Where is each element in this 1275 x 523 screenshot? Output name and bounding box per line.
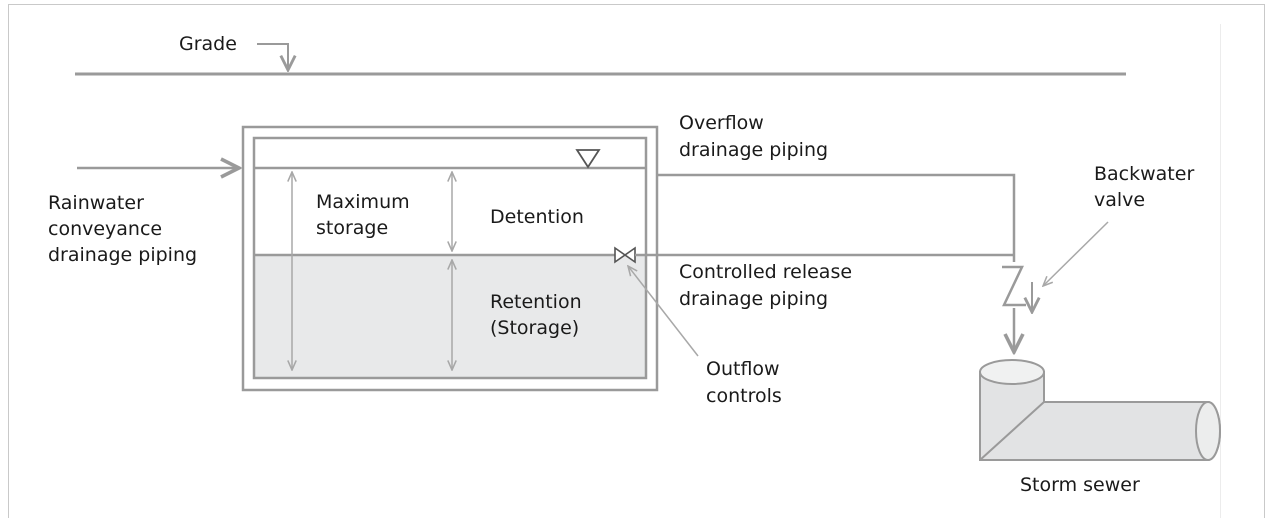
overflow-drainage-pipe xyxy=(657,173,1016,262)
outflow-valve-icon xyxy=(614,246,636,264)
retention-water xyxy=(255,255,645,378)
storm-sewer-pipe xyxy=(979,359,1221,461)
retention-label-line1: Retention xyxy=(490,291,582,313)
rainwater-label-line2: conveyance xyxy=(48,218,163,240)
backwater-valve-label-line2: valve xyxy=(1094,189,1146,211)
backwater-valve-pointer xyxy=(1043,221,1109,286)
backwater-valve-icon xyxy=(1002,265,1026,307)
outflow-controls-label-line2: controls xyxy=(706,385,782,407)
detention-label: Detention xyxy=(490,206,584,228)
rainwater-label-line3: drainage piping xyxy=(48,244,198,266)
max-storage-label-line1: Maximum xyxy=(316,191,410,213)
grade-label: Grade xyxy=(179,33,237,55)
overflow-label-line1: Overflow xyxy=(679,112,764,134)
controlled-release-label-line1: Controlled release xyxy=(679,261,853,283)
tank-outer-wall xyxy=(241,125,659,392)
water-level-icon xyxy=(575,149,601,169)
max-storage-label-line2: storage xyxy=(316,217,389,239)
backwater-valve-label-line1: Backwater xyxy=(1094,163,1195,185)
outflow-controls-pointer xyxy=(628,266,699,357)
storm-sewer-label: Storm sewer xyxy=(1020,474,1140,496)
grade-pointer-arrow xyxy=(257,43,288,70)
rainwater-label-line1: Rainwater xyxy=(48,192,144,214)
controlled-release-label-line2: drainage piping xyxy=(679,288,829,310)
tank-inner-wall xyxy=(252,136,648,380)
overflow-label-line2: drainage piping xyxy=(679,139,829,161)
retention-label-line2: (Storage) xyxy=(490,317,580,339)
figure-inner-edge xyxy=(1220,24,1221,518)
outflow-controls-label-line1: Outflow xyxy=(706,358,780,380)
